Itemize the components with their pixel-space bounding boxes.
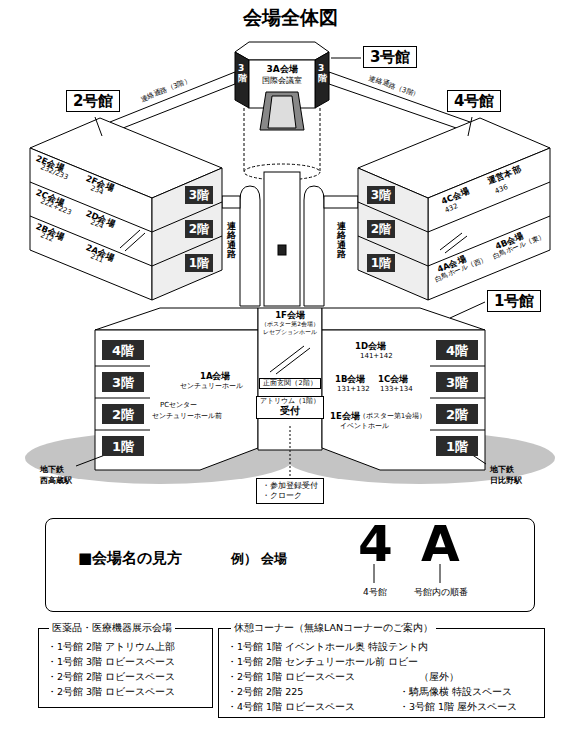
node-text: 4階 [446, 344, 468, 357]
node-text: ・1号館 1階 イベントホール奥 特設テント内 [227, 641, 428, 652]
station-label: 西高蔵駅 [40, 477, 72, 486]
node-text: 4号館 [363, 587, 387, 598]
room-number: 141+142 [360, 353, 393, 361]
node-text: 1階 [371, 257, 391, 269]
node-text: ・2号館 2階 225 [227, 686, 303, 697]
room-number: 133+134 [380, 386, 413, 394]
floor-band: 1階 [102, 436, 144, 456]
entrance-box: 正面玄関（2階） [259, 378, 320, 389]
node-text: ・クローク [262, 491, 318, 501]
reception-box: アトリウム（1階）受付 [256, 396, 324, 419]
floor-band: 3階 [317, 63, 328, 85]
node-text: 医薬品・医療機器展示会場 [49, 622, 175, 633]
node-text: 3階 [189, 189, 209, 201]
hall-name: 国際会議室 [262, 77, 302, 85]
floor-band: 3階 [185, 186, 213, 204]
node-text: 2階 [112, 408, 134, 421]
node-text: ・参加登録受付 [262, 481, 318, 491]
station-label: 地下鉄 [490, 466, 514, 475]
room-note: （ポスター第2会場） [261, 321, 319, 327]
node-text: ・1号館 3階 ロビースペース [47, 656, 175, 667]
node-text: 受付 [260, 405, 320, 417]
floor-band: 3階 [367, 186, 395, 204]
node-text: 2階 [446, 408, 468, 421]
node-text: 4階 [112, 344, 134, 357]
node-text: 1号館 [494, 292, 534, 310]
station-label: 地下鉄 [40, 466, 64, 475]
building-label: 4号館 [447, 90, 501, 112]
node-text: 1階 [189, 257, 209, 269]
room-name: 1E会場 [330, 412, 360, 421]
node-text: 休憩コーナー（無線LANコーナーのご案内） [231, 622, 436, 633]
room-name: 1D会場 [355, 342, 386, 351]
room-number: センチュリーホール前 [152, 413, 222, 421]
node-text: ・騎馬像横 特設スペース [399, 686, 512, 697]
hall-name: 3A会場 [266, 65, 297, 75]
floor-band: 4階 [102, 340, 144, 360]
node-text: ・1号館 2階 アトリウム上部 [47, 641, 175, 652]
node-text: 3号館 [370, 48, 410, 66]
node-text: 1階 [112, 440, 134, 453]
node-text: 3階 [238, 64, 247, 84]
floor-band: 1階 [436, 436, 478, 456]
floor-band: 1階 [367, 254, 395, 272]
exhibit-list-box: 医薬品・医療機器展示会場・1号館 2階 アトリウム上部・1号館 3階 ロビースペ… [38, 628, 213, 708]
diagram-title: 会場全体図 [0, 6, 580, 29]
room-name: 1F会場 [275, 311, 305, 320]
node-text: 4号館 [454, 92, 494, 110]
room-name: 1C会場 [378, 375, 408, 384]
node-text: ・3号館 1階 屋外スペース [399, 701, 517, 712]
node-text: 3階 [371, 189, 391, 201]
room-number: 131+132 [337, 386, 370, 394]
node-text: ・2号館 1階 ロビースペース [227, 671, 355, 682]
node-text: 3階 [318, 64, 327, 84]
walkway-label: 連絡通路 [227, 222, 236, 259]
room-number: イベントホール [340, 423, 389, 431]
node-text: ・1号館 2階 センチュリーホール前 ロビー [227, 656, 418, 667]
node-text: 2号館 [73, 92, 113, 110]
node-text: 4 [358, 519, 393, 569]
registration-box: ・参加登録受付・クローク [256, 478, 324, 504]
naming-guide-box: ■会場名の見方 例）会場 4A 4号館 号館内の順番 [45, 518, 535, 612]
rest-corner-box: 休憩コーナー（無線LANコーナーのご案内）・1号館 1階 イベントホール奥 特設… [218, 628, 545, 718]
floor-band: 3階 [436, 372, 478, 392]
room-number: レセプションホール [263, 329, 317, 335]
room-note: （ポスター第1会場） [359, 413, 426, 420]
floor-band: 2階 [436, 404, 478, 424]
node-text: ・4号館 1階 ロビースペース [227, 701, 355, 712]
node-text: ・2号館 2階 ロビースペース [47, 671, 175, 682]
node-text: 2階 [189, 223, 209, 235]
floor-band: 3階 [102, 372, 144, 392]
room-name: 1B会場 [335, 375, 365, 384]
floor-band: 2階 [102, 404, 144, 424]
station-label: 日比野駅 [490, 477, 522, 486]
floor-band: 2階 [367, 220, 395, 238]
building-label: 1号館 [487, 290, 541, 312]
node-text: A [421, 519, 460, 569]
node-text: 号館内の順番 [414, 587, 468, 598]
floor-band: 3階 [237, 63, 248, 85]
node-text: 例） [231, 551, 257, 567]
node-text: ■会場名の見方 [78, 549, 182, 567]
node-text: 1階 [446, 440, 468, 453]
walkway-label: 連絡通路 [337, 222, 346, 259]
node-text: アトリウム（1階） [260, 398, 320, 405]
room-name: 1A会場 [200, 372, 231, 381]
node-text: （屋外） [419, 671, 459, 682]
building-label: 2号館 [66, 90, 120, 112]
node-text: 2階 [371, 223, 391, 235]
floor-band: 4階 [436, 340, 478, 360]
floor-band: 2階 [185, 220, 213, 238]
node-text: 正面玄関（2階） [263, 380, 316, 387]
node-text: ・2号館 3階 ロビースペース [47, 686, 175, 697]
node-text: 3階 [112, 376, 134, 389]
node-text: 3階 [446, 376, 468, 389]
floor-band: 1階 [185, 254, 213, 272]
node-text: 会場 [261, 551, 287, 567]
room-number: センチュリーホール [180, 383, 243, 391]
room-name: PCセンター [160, 402, 197, 410]
building-label: 3号館 [363, 46, 417, 68]
